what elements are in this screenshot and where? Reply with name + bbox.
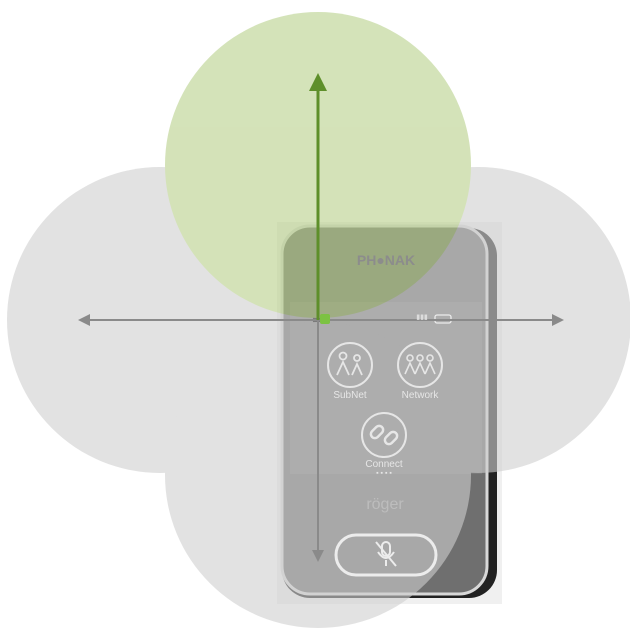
- product-logo: röger: [345, 496, 425, 514]
- connect-label: Connect: [356, 459, 412, 470]
- network-label: Network: [395, 390, 445, 401]
- connect-indicator: ▪ ▪ ▪ ▪: [356, 470, 412, 477]
- battery-level: ▮▮▮: [410, 313, 434, 321]
- subnet-label: SubNet: [325, 390, 375, 401]
- brand-logo: PH●NAK: [336, 252, 436, 268]
- led-indicator: [320, 314, 330, 324]
